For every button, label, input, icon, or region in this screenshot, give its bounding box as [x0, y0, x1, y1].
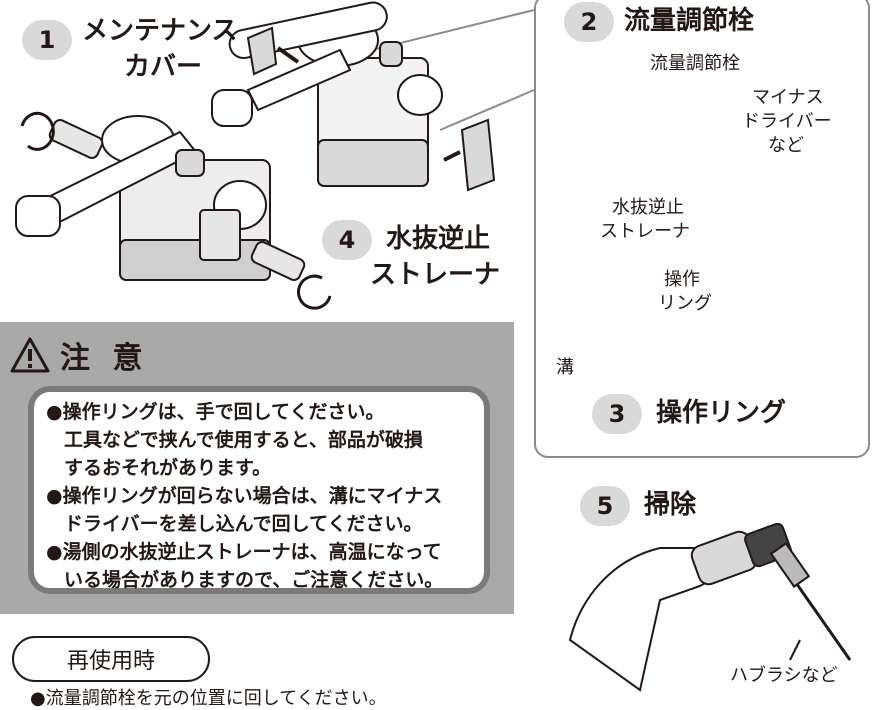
- step-3-title: 操作リング: [656, 398, 787, 428]
- step-3-badge: 3: [592, 394, 642, 434]
- strainer-left-icon: [48, 119, 306, 281]
- caution-item-2-line2: ドライバーを差し込んで回してください。: [64, 513, 423, 535]
- step-2-badge: 2: [564, 2, 614, 42]
- flow-valve-callout: [534, 0, 870, 458]
- maintenance-cover-icon: [246, 26, 496, 192]
- reuse-note: ●流量調節栓を元の位置に回してください。: [30, 688, 387, 709]
- groove-label: 溝: [556, 357, 574, 378]
- screwdriver-label-line2: ドライバー: [742, 111, 832, 132]
- toothbrush-label: ハブラシなど: [730, 665, 838, 686]
- step-2-title: 流量調節栓: [624, 6, 755, 36]
- step-4-badge: 4: [322, 220, 372, 260]
- step-1-title-line2: カバー: [124, 52, 203, 82]
- ring-label-line2: リング: [658, 293, 712, 314]
- ring-label-line1: 操作: [664, 269, 700, 290]
- screwdriver-label-line3: など: [768, 135, 804, 156]
- step-1-badge: 1: [22, 20, 72, 60]
- caution-box: ●操作リングは、手で回してください。 工具などで挟んで使用すると、部品が破損 す…: [28, 386, 490, 594]
- flow-valve-label: 流量調節栓: [650, 53, 740, 74]
- strainer-label-line2: ストレーナ: [600, 221, 690, 242]
- caution-item-1-line2: 工具などで挟んで使用すると、部品が破損: [64, 429, 423, 451]
- step-1-title-line1: メンテナンス: [82, 16, 238, 46]
- reuse-heading: 再使用時: [12, 636, 210, 682]
- step-4-title-line2: ストレーナ: [370, 260, 501, 290]
- faucet-illustration-front: [15, 115, 271, 281]
- cleaning-illustration: [568, 522, 852, 692]
- caution-item-3-line2: いる場合がありますので、ご注意ください。: [64, 569, 444, 591]
- faucet-illustration-top: [211, 1, 443, 187]
- caution-item-1: ●操作リングは、手で回してください。: [46, 401, 385, 423]
- screwdriver-label-line1: マイナス: [752, 87, 824, 108]
- warning-triangle-icon: [10, 337, 50, 373]
- caution-title: 注 意: [60, 341, 149, 376]
- strainer-label-line1: 水抜逆止: [612, 197, 684, 218]
- step-5-badge: 5: [580, 486, 630, 526]
- step-5-title: 掃除: [644, 490, 697, 520]
- caution-item-3: ●湯側の水抜逆止ストレーナは、高温になって: [46, 541, 442, 563]
- caution-item-1-line3: するおそれがあります。: [64, 457, 272, 479]
- caution-heading: 注 意: [10, 333, 148, 377]
- step-4-title-line1: 水抜逆止: [386, 224, 491, 254]
- reuse-label: 再使用時: [66, 649, 155, 674]
- caution-item-2: ●操作リングが回らない場合は、溝にマイナス: [46, 485, 443, 507]
